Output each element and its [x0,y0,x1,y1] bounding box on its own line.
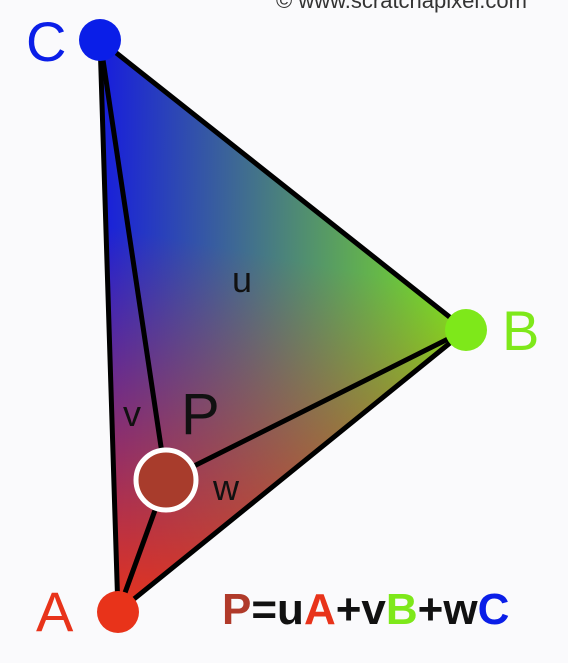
triangle-fill-red [100,40,466,612]
formula-eq-u: =u [251,585,304,634]
formula-plus-w: +w [417,585,478,634]
vertex-b-dot [445,309,487,351]
vertex-c-label: C [26,10,67,73]
formula-b: B [385,585,418,634]
point-p-label: P [181,382,220,447]
formula-c: C [477,585,510,634]
edge-p-to-c [97,39,169,481]
vertex-c-dot [79,19,121,61]
edge-p-to-b [164,327,468,483]
point-p-marker [133,447,199,513]
vertex-a-dot [97,591,139,633]
formula-a: A [303,585,336,634]
vertex-a-label: A [36,580,74,643]
triangle-outline [97,37,469,615]
copyright-text: © www.scratchapixel.com [276,0,527,13]
formula-plus-v: +v [335,585,386,634]
formula-p: P [222,585,252,634]
region-w-label: w [213,467,239,508]
vertex-b-label: B [502,299,540,362]
region-v-label: v [123,393,141,434]
region-u-label: u [232,259,253,300]
barycentric-formula: P=uA+vB+wC [222,588,509,632]
